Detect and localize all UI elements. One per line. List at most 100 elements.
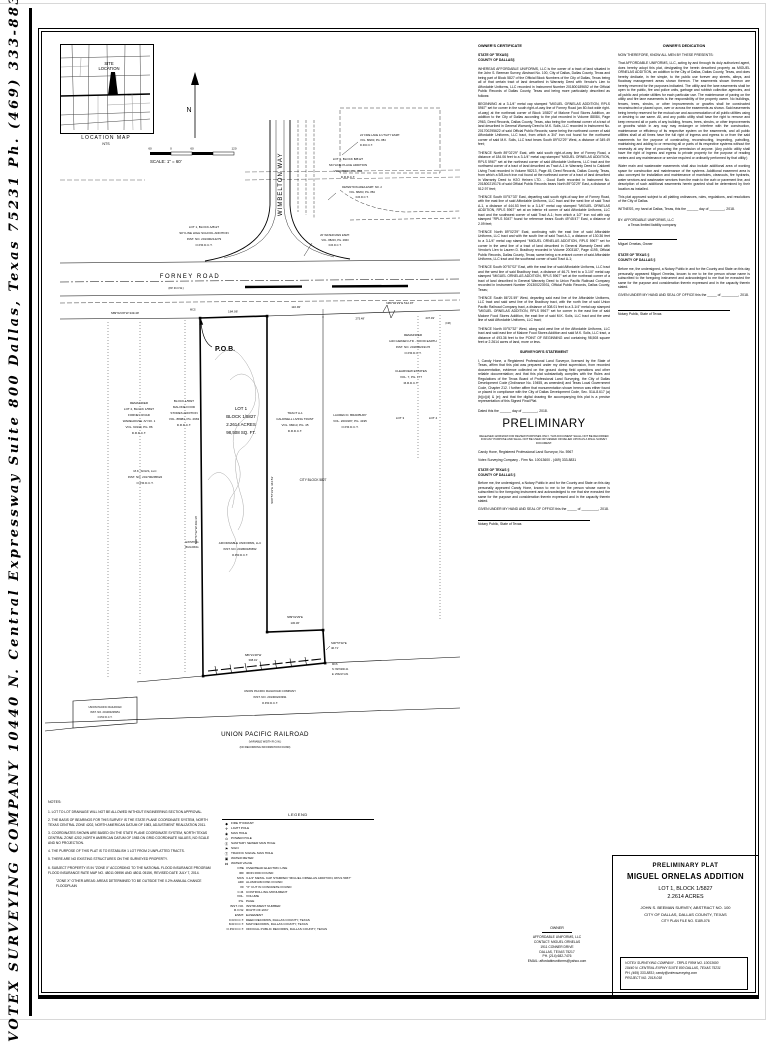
forney-road [60, 260, 460, 303]
water-meter-icon: ▣ [222, 857, 231, 861]
svg-text:UNION PACIFIC RAILROAD: UNION PACIFIC RAILROAD [88, 705, 121, 709]
dedication-notary-title: Notary Public, State of Texas [618, 312, 750, 317]
lot3-label: LOT 3 [396, 416, 405, 420]
certificate-heading: OWNER'S CERTIFICATE [478, 44, 610, 49]
svg-text:S00°57'02"E: S00°57'02"E [331, 641, 347, 645]
plat-drawing: N 60 0 60 120 SCALE: 1" = 60' WIMBELTON … [40, 60, 460, 800]
svg-text:E: 2532171.81: E: 2532171.81 [332, 673, 349, 676]
svg-text:CLEARVIEW ESTATES: CLEARVIEW ESTATES [395, 369, 427, 373]
certificate-county: COUNTY OF DALLAS§ [478, 58, 610, 63]
light-pole-icon: ✛ [222, 827, 231, 831]
svg-text:VOL. 88203, PG. 884: VOL. 88203, PG. 884 [349, 190, 375, 194]
svg-text:N89°02'29"E 512.97': N89°02'29"E 512.97' [386, 301, 414, 305]
west-parcel-lines [60, 318, 200, 678]
rr-line-dims: S86°21'49"W 308.01' [245, 653, 262, 662]
svg-text:VOL. 88203, PG. 884: VOL. 88203, PG. 884 [360, 138, 386, 142]
east2-dims: S00°57'02"E 46.71' [326, 641, 347, 650]
svg-text:S86°21'49"W: S86°21'49"W [245, 653, 262, 657]
owner-line: EMAIL: affordableuniforms@yahoo.com [498, 959, 616, 964]
east-parcel-lines [323, 315, 440, 630]
svg-text:N89°02'29"E: N89°02'29"E [287, 615, 303, 619]
svg-text:LOT 2, BLOCK 1/5827: LOT 2, BLOCK 1/5827 [124, 407, 154, 411]
owner-signature-line [618, 239, 677, 240]
legend-abbrev-row: O.P.R.D.C.T.OFFICIAL PUBLIC RECORDS, DAL… [222, 928, 374, 932]
svg-text:H2O HEINEN LTD - GOOD EARTH: H2O HEINEN LTD - GOOD EARTH [389, 339, 436, 343]
svg-text:VOL. 88203, PG. 884: VOL. 88203, PG. 884 [334, 169, 363, 173]
certificate-whereas: WHEREAS AFFORDABLE UNIFORMS, LLC is the … [478, 67, 610, 99]
power-pole-icon: ⊙ [222, 837, 231, 841]
svg-text:VOL. 93139, PG. 86: VOL. 93139, PG. 86 [125, 425, 152, 429]
plat-survey: JOHN S. BEEMAN SURVEY, ABSTRACT NO. 100 [613, 905, 758, 910]
uprr-row-label: (VARIABLE WIDTH R.O.W.) [249, 740, 282, 744]
legend-abbrev-row: PG.PAGE [222, 900, 374, 904]
forney-row-label: (80' R.O.W.) [168, 286, 183, 290]
map-streets [61, 45, 150, 130]
plat-lot: LOT 1, BLOCK 1/5827 [613, 886, 758, 892]
svg-text:LOT 1, BLOCK B/8127: LOT 1, BLOCK B/8127 [333, 157, 364, 161]
svg-text:VOL. 98213, PG. 45: VOL. 98213, PG. 45 [281, 423, 308, 427]
dedication-state: STATE OF TEXAS § [618, 253, 750, 258]
svg-text:0: 0 [170, 147, 172, 151]
remainder-lot2-label: REMAINDER LOT 2, BLOCK 1/5827 FORNEY ROA… [123, 401, 156, 435]
location-map: SITE LOCATION [60, 44, 154, 134]
svg-text:MALONE FOOD: MALONE FOOD [173, 405, 196, 409]
svg-text:STORES ADDITION: STORES ADDITION [170, 411, 197, 415]
surveyor-firm-block: VOTEX SURVEYING COMPANY - TBPLS FIRM NO.… [620, 957, 748, 990]
svg-text:O.P.R.D.C.T.: O.P.R.D.C.T. [137, 481, 154, 485]
svg-text:INST. NO. 201300236951: INST. NO. 201300236951 [90, 710, 120, 714]
preliminary-stamp: PRELIMINARY [478, 417, 610, 432]
svg-text:D.R.D.C.T.: D.R.D.C.T. [341, 175, 356, 179]
svg-text:M.R.D.C.T.: M.R.D.C.T. [404, 381, 419, 385]
plat-city: CITY OF DALLAS, DALLAS COUNTY, TEXAS [613, 912, 758, 917]
certificate-beginning: BEGINNING at a 3-1/4" metal cap stamped … [478, 102, 610, 147]
certificate-thence-6: THENCE North 00°57'32" West, along said … [478, 327, 610, 345]
bradbury-label: LAUREN D. BRADBURY VOL. 2003187, PG. 419… [333, 413, 367, 429]
svg-text:CALDWELL LIVING TRUST: CALDWELL LIVING TRUST [276, 417, 314, 421]
fire-hydrant-icon: ◆ [222, 822, 231, 826]
owners-dedication-column: OWNER'S DEDICATION NOW THEREFORE, KNOW A… [618, 44, 750, 320]
dedication-by-line-2: a Texas limited liability company [628, 223, 750, 228]
svg-text:2.2614 ACRES: 2.2614 ACRES [226, 422, 256, 427]
svg-text:FORNEY ROAD: FORNEY ROAD [128, 413, 151, 417]
plat-type: PRELIMINARY PLAT [613, 863, 758, 869]
dedication-body-1: That AFFORDABLE UNIFORMS, LLC, acting by… [618, 61, 750, 160]
plat-file-number: CITY PLAN FILE NO. S189-076 [613, 919, 758, 923]
svg-text:BLOCK 1/5827: BLOCK 1/5827 [226, 414, 256, 419]
surveyor-county: COUNTY OF DALLAS § [478, 473, 610, 478]
svg-text:AFFORDABLE UNIFORMS, LLC: AFFORDABLE UNIFORMS, LLC [219, 541, 261, 545]
svg-text:O.P.R.D.C.T.: O.P.R.D.C.T. [262, 701, 279, 705]
svg-text:SKYLINE PLACE ADDITION: SKYLINE PLACE ADDITION [329, 163, 367, 167]
svg-text:LOT 1, BLOCK A/8127: LOT 1, BLOCK A/8127 [189, 225, 220, 229]
notes-heading: NOTES: [48, 800, 214, 805]
svg-text:24' FIRE LANE & UTILITY ESMT.: 24' FIRE LANE & UTILITY ESMT. [360, 133, 400, 137]
east-line-dim: S00°57'33"E 444.53' [270, 476, 274, 504]
surveyor-sidebar-text: VOTEX SURVEYING COMPANY 10440 N. Central… [1, 0, 28, 1024]
svg-text:WAREHOUSE JV NO. 1: WAREHOUSE JV NO. 1 [123, 419, 156, 423]
water-main-label: 20' WATER MAIN ESMT. VOL. 88203, PG. 296… [304, 233, 350, 256]
svg-text:EXISTING: EXISTING [185, 540, 198, 544]
svg-text:MCS: MCS [190, 309, 196, 312]
owner-contact-block: OWNER AFFORDABLE UNIFORMS, LLC CONTACT: … [498, 926, 616, 964]
north-arrow: N [186, 72, 199, 138]
legend-heading: LEGEND [222, 812, 374, 820]
svg-text:98,508 SQ. FT.: 98,508 SQ. FT. [226, 430, 256, 435]
uprr-left-label: UNION PACIFIC RAILROAD INST. NO. 2013002… [88, 705, 121, 719]
dedication-now-therefore: NOW THEREFORE, KNOW ALL MEN BY THESE PRE… [618, 53, 750, 58]
site-label-2: LOCATION [98, 66, 119, 71]
railroad [45, 657, 460, 731]
utility-lines [60, 170, 460, 180]
lot4-label: LOT 4 [429, 416, 438, 420]
scale-label: SCALE: 1" = 60' [150, 159, 182, 164]
svg-text:INST. NO. 201800189652: INST. NO. 201800189652 [223, 547, 256, 551]
svg-text:DETENTION AREA ESMT. NO. 2: DETENTION AREA ESMT. NO. 2 [342, 185, 382, 189]
svg-text:P.O.B.: P.O.B. [215, 346, 235, 353]
certificate-state: STATE OF TEXAS§ [478, 53, 610, 58]
svg-text:60: 60 [190, 147, 194, 151]
wimbelton-way-label: WIMBELTON WAY [278, 153, 284, 216]
site-arrow [108, 72, 118, 95]
svg-text:M.K. SOLIS, LLC: M.K. SOLIS, LLC [133, 469, 157, 473]
surveyor-notary-text: Before me, the undersigned, a Notary Pub… [478, 481, 610, 504]
